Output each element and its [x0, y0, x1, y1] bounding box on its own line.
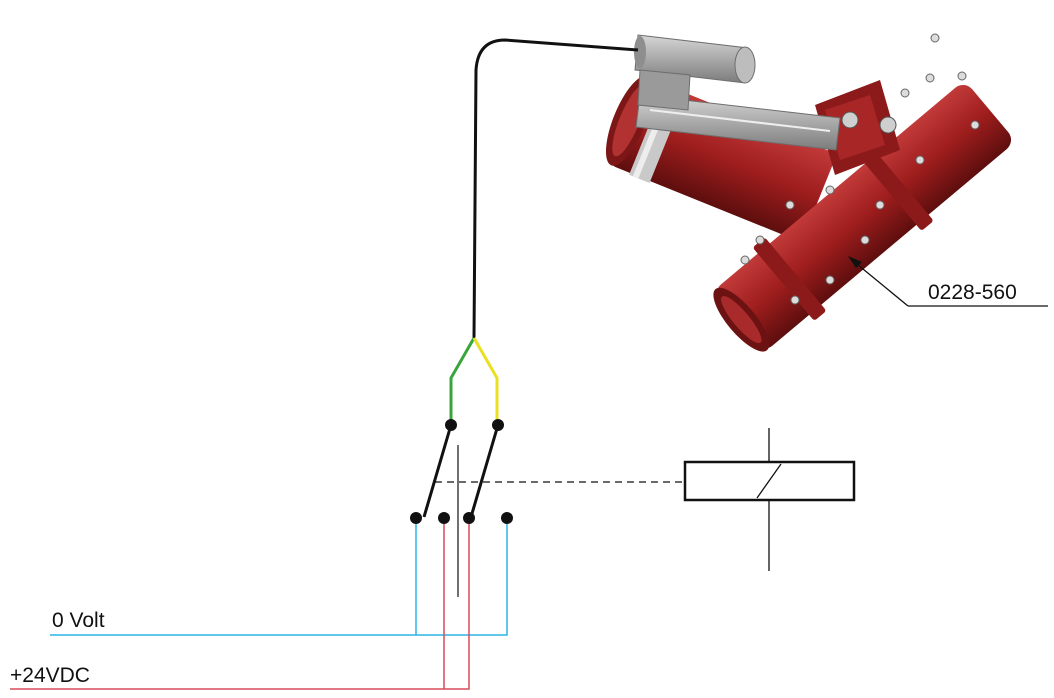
part-number-label: 0228-560 [928, 281, 1017, 304]
zero-volt-wire [50, 524, 508, 636]
contact-arm-left [422, 424, 453, 518]
relay-contacts [410, 419, 513, 597]
actuator-cable [449, 38, 639, 423]
contact-bottom-4 [501, 512, 513, 524]
wire-yellow [472, 337, 499, 423]
diverter-valve-illustration: 0228-560 [605, 33, 1048, 352]
clamp-bracket [815, 80, 900, 175]
valve-main-pipe [713, 84, 1012, 352]
flange-bolts [740, 33, 980, 305]
linear-actuator [634, 34, 841, 151]
wire-green [449, 337, 476, 423]
contact-arm-right [469, 424, 500, 518]
cable-black [472, 38, 639, 339]
contact-bottom-1 [410, 512, 422, 524]
contact-bottom-2 [438, 512, 450, 524]
contact-bottom-3 [463, 512, 475, 524]
part-leader [848, 256, 1048, 307]
plus-24vdc-wire [10, 524, 470, 690]
plus-24vdc-label: +24VDC [10, 664, 90, 687]
zero-volt-label: 0 Volt [52, 609, 105, 632]
supply-wiring [10, 524, 508, 690]
relay-coil [683, 428, 856, 571]
